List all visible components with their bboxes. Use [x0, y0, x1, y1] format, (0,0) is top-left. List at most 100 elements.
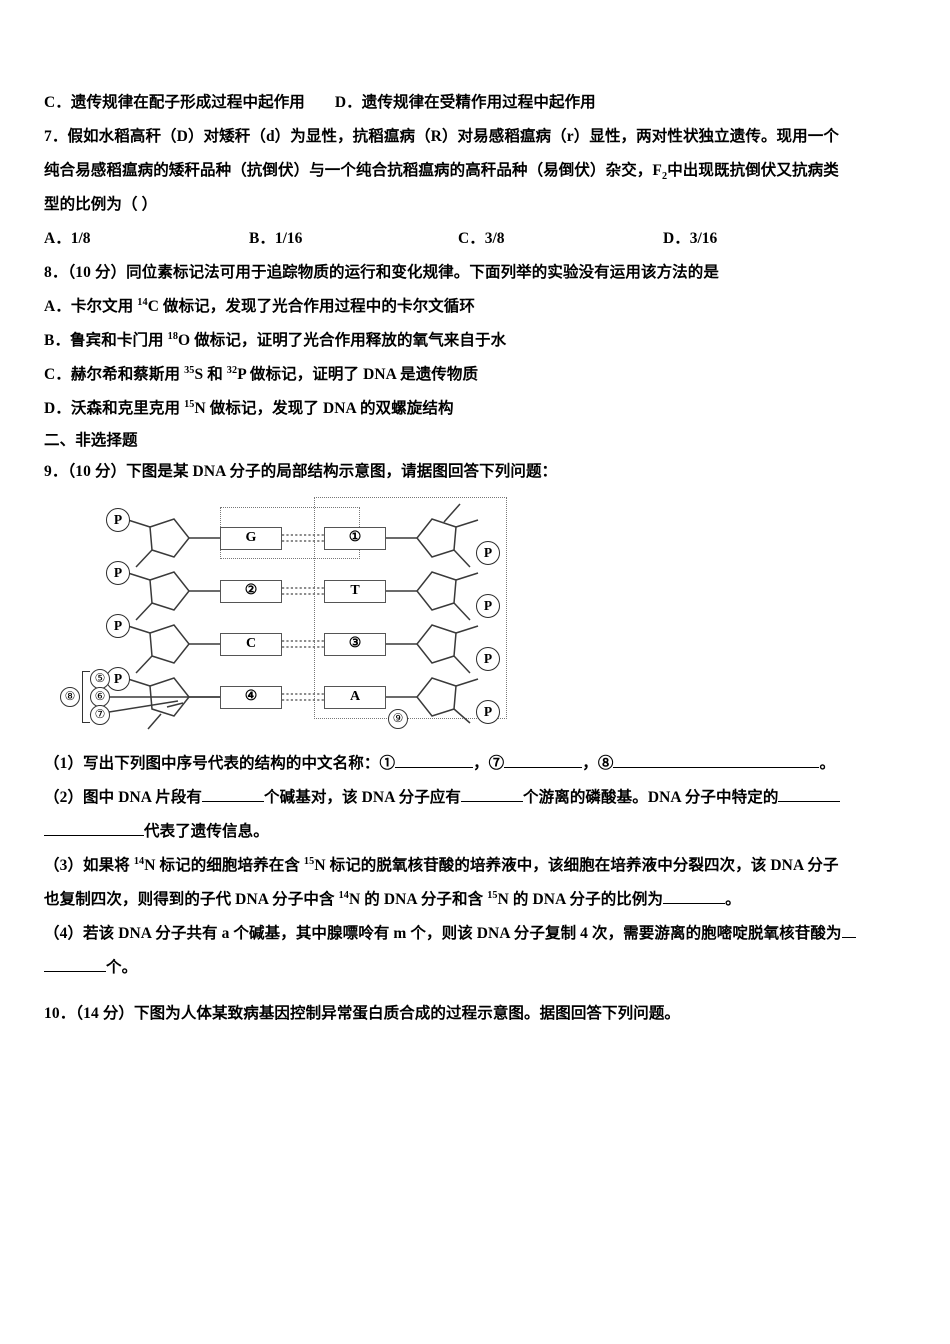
label-7: ⑦: [90, 705, 110, 725]
q9-sub3-text-e: 的 DNA 分子和含: [360, 891, 488, 908]
phosphate-right-2: P: [476, 594, 500, 618]
q9-sub1-blank-1[interactable]: [395, 753, 474, 768]
q9-sub4-text-a: （4）若该 DNA 分子共有 a 个碱基，其中腺嘌呤有 m 个，则该 DNA 分…: [44, 925, 842, 942]
q9-sub2-blank-1[interactable]: [202, 787, 265, 802]
base-right-3: ③: [324, 633, 386, 656]
q8-option-a-prefix: A．卡尔文用: [44, 298, 138, 315]
q7-option-b[interactable]: B．1/16: [249, 230, 303, 247]
phosphate-right-4: P: [476, 700, 500, 724]
q9-sub4-blank-1b[interactable]: [44, 957, 106, 972]
dashed-box-strand: [314, 497, 507, 719]
q7-line2-part-b: 中出现既抗倒伏又抗病类: [667, 162, 839, 179]
q9-sub2-blank-4[interactable]: [44, 821, 144, 836]
q6-option-c: C．遗传规律在配子形成过程中起作用: [44, 94, 305, 111]
q9-sub2-blank-3[interactable]: [778, 787, 841, 802]
phosphate-right-1: P: [476, 541, 500, 565]
q9-sub3-blank-1[interactable]: [663, 889, 726, 904]
q7-f2-symbol: F2: [652, 162, 668, 183]
q9-sub4-line2: 个。: [44, 951, 906, 985]
q8-option-b-rest: 做标记，证明了光合作用释放的氧气来自于水: [190, 332, 507, 349]
q9-sub3-element-3: N: [348, 891, 361, 908]
q9-sub2-text-d: 代表了遗传信息。: [144, 823, 269, 840]
q7-line1: 7．假如水稻高秆（D）对矮秆（d）为显性，抗稻瘟病（R）对易感稻瘟病（r）显性，…: [44, 128, 839, 145]
page-content: C．遗传规律在配子形成过程中起作用 D．遗传规律在受精作用过程中起作用 7．假如…: [44, 86, 906, 1031]
q9-sub1-text-a: （1）写出下列图中序号代表的结构的中文名称：①: [44, 755, 396, 772]
q7-line2: 纯合易感稻瘟病的矮秆品种（抗倒伏）与一个纯合抗稻瘟病的高秆品种（易倒伏）杂交，F…: [44, 154, 906, 188]
q8-option-d-prefix: D．沃森和克里克用: [44, 400, 185, 417]
q9-sub1-text-d: 。: [819, 755, 836, 772]
q8-option-b-element: O: [178, 332, 191, 349]
q7-options-row: A．1/8 B．1/16 C．3/8 D．3/16: [44, 222, 906, 256]
q8-option-b[interactable]: B．鲁宾和卡门用 18O 做标记，证明了光合作用释放的氧气来自于水: [44, 324, 906, 358]
q8-option-b-isotope: 18: [167, 330, 179, 342]
phosphate-left-2: P: [106, 561, 130, 585]
q9-sub2-text-c: 个游离的磷酸基。DNA 分子中特定的: [523, 789, 779, 806]
q8-option-d-rest: 做标记，发现了 DNA 的双螺旋结构: [205, 400, 454, 417]
q9-sub3-line1: （3）如果将 14N 标记的细胞培养在含 15N 标记的脱氧核苷酸的培养液中，该…: [44, 849, 906, 883]
q9-sub3-text-b: 标记的细胞培养在含: [155, 857, 304, 874]
q7-option-d[interactable]: D．3/16: [663, 230, 718, 247]
label-5: ⑤: [90, 669, 110, 689]
q10-stem: 10．（14 分）下图为人体某致病基因控制异常蛋白质合成的过程示意图。据图回答下…: [44, 1005, 681, 1022]
q9-sub3-text-d: 也复制四次，则得到的子代 DNA 分子中含: [44, 891, 339, 908]
phosphate-left-4: P: [106, 667, 130, 691]
q8-option-d-isotope: 15: [184, 398, 195, 410]
q8-option-c-isotope-2: 32: [226, 364, 238, 376]
base-left-1: G: [220, 527, 282, 550]
q8-option-b-prefix: B．鲁宾和卡门用: [44, 332, 168, 349]
q9-sub4-text-b: 个。: [106, 959, 138, 976]
q8-option-c-isotope-1: 35: [184, 364, 195, 376]
q6-options-line: C．遗传规律在配子形成过程中起作用 D．遗传规律在受精作用过程中起作用: [44, 86, 906, 120]
q9-sub1: （1）写出下列图中序号代表的结构的中文名称：① ，⑦ ，⑧ 。: [44, 747, 906, 781]
q9-sub3-text-f: 的 DNA 分子的比例为: [508, 891, 664, 908]
label-6: ⑥: [90, 687, 110, 707]
section-2-heading: 二、非选择题: [44, 432, 138, 449]
q9-sub3-isotope-4: 15: [487, 889, 498, 901]
q9-sub1-blank-2[interactable]: [504, 753, 583, 768]
q9-sub2-text-b: 个碱基对，该 DNA 分子应有: [264, 789, 462, 806]
q9-sub1-text-b: ，⑦: [473, 755, 505, 772]
q8-option-c-mid: 和: [203, 366, 227, 383]
q9-sub3-element-4: N: [497, 891, 509, 908]
q7-line2-part-a: 纯合易感稻瘟病的矮秆品种（抗倒伏）与一个纯合抗稻瘟病的高秆品种（易倒伏）杂交，: [44, 162, 653, 179]
q8-option-d[interactable]: D．沃森和克里克用 15N 做标记，发现了 DNA 的双螺旋结构: [44, 392, 906, 426]
q9-sub2-text-a: （2）图中 DNA 片段有: [44, 789, 203, 806]
q9-sub1-blank-3[interactable]: [613, 753, 820, 768]
q7-option-c[interactable]: C．3/8: [458, 230, 505, 247]
q9-sub3-element-2: N: [314, 857, 326, 874]
base-left-3: C: [220, 633, 282, 656]
base-right-1: ①: [324, 527, 386, 550]
q9-sub1-text-c: ，⑧: [582, 755, 614, 772]
q9-sub3-text-g: 。: [725, 891, 741, 908]
q9-sub3-text-a: （3）如果将: [44, 857, 134, 874]
q9-stem: 9．（10 分）下图是某 DNA 分子的局部结构示意图，请据图回答下列问题：: [44, 463, 558, 480]
bracket-group-8: [82, 671, 90, 723]
q8-option-d-element: N: [194, 400, 206, 417]
base-right-4: A: [324, 686, 386, 709]
q8-option-a-isotope: 14: [137, 296, 148, 308]
q9-sub3-isotope-2: 15: [303, 855, 315, 867]
q8-option-a[interactable]: A．卡尔文用 14C 做标记，发现了光合作用过程中的卡尔文循环: [44, 290, 906, 324]
q7-option-a[interactable]: A．1/8: [44, 230, 91, 247]
q9-sub3-line2: 也复制四次，则得到的子代 DNA 分子中含 14N 的 DNA 分子和含 15N…: [44, 883, 906, 917]
q8-option-c[interactable]: C．赫尔希和蔡斯用 35S 和 32P 做标记，证明了 DNA 是遗传物质: [44, 358, 906, 392]
q8-option-c-prefix: C．赫尔希和蔡斯用: [44, 366, 185, 383]
q9-sub3-element-1: N: [144, 857, 156, 874]
dna-backbone-lines: [89, 503, 479, 730]
q7-line3: 型的比例为（ ）: [44, 196, 158, 213]
label-8: ⑧: [60, 687, 80, 707]
q9-sub4-blank-1a[interactable]: [841, 923, 856, 938]
q9-sub3-text-c: 标记的脱氧核苷酸的培养液中，该细胞在培养液中分裂四次，该 DNA 分子: [325, 857, 839, 874]
phosphate-right-3: P: [476, 647, 500, 671]
phosphate-left-1: P: [106, 508, 130, 532]
q8-option-c-element-2: P: [237, 366, 246, 383]
q9-sub3-isotope-3: 14: [338, 889, 349, 901]
q8-option-c-element-1: S: [194, 366, 204, 383]
q9-sub2-line2: 代表了遗传信息。: [44, 815, 906, 849]
q9-sub2-blank-2[interactable]: [461, 787, 524, 802]
dna-structure-diagram: P P P P P P P P G ② C ④ ① T ③ A: [60, 495, 538, 741]
q9-sub4-line1: （4）若该 DNA 分子共有 a 个碱基，其中腺嘌呤有 m 个，则该 DNA 分…: [44, 917, 906, 951]
label-9: ⑨: [388, 709, 408, 729]
q9-sub3-isotope-1: 14: [133, 855, 145, 867]
